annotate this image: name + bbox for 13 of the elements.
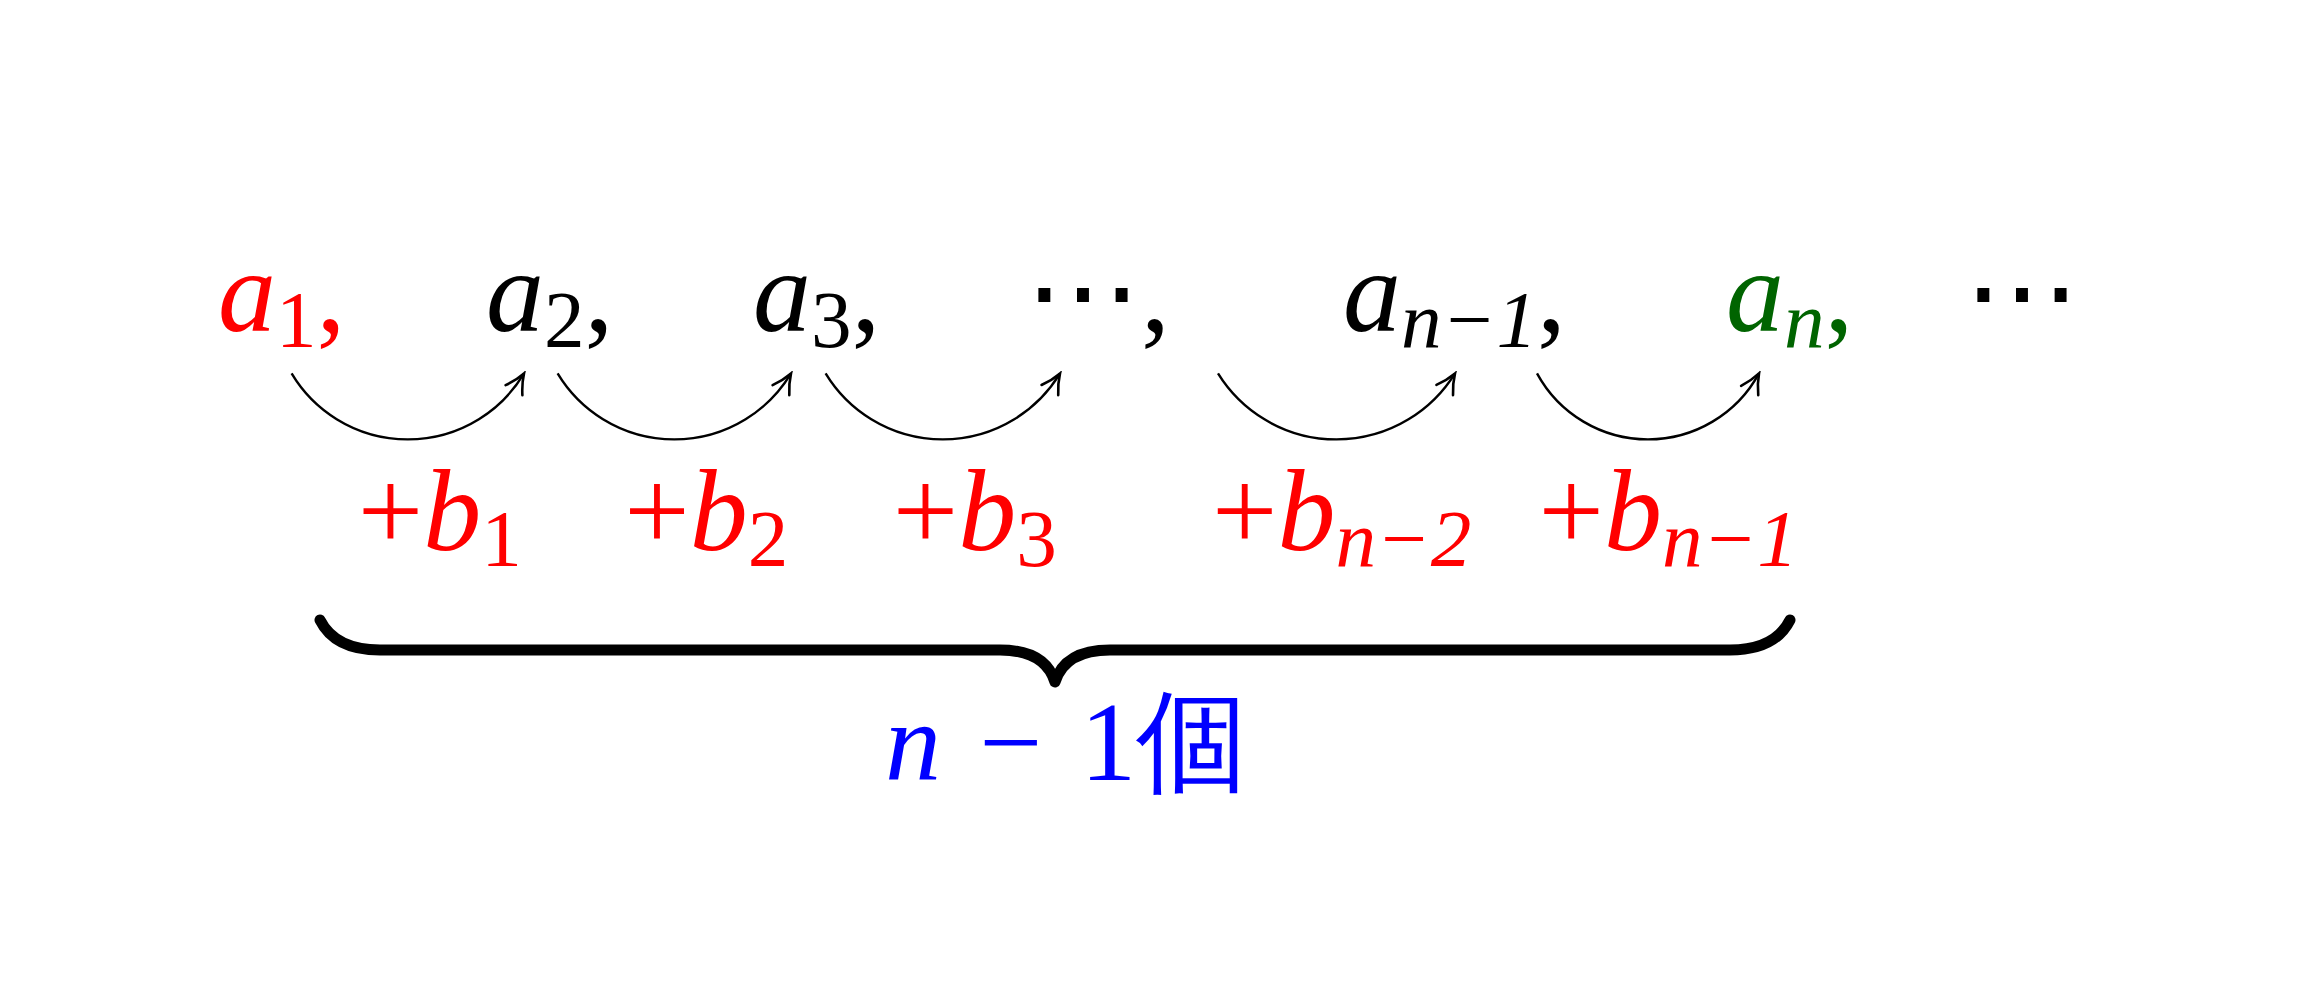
math-term: a$_{2}$,	[486, 226, 614, 360]
edge-label: +b$_{n−1}$	[1538, 446, 1798, 579]
math-term: a$_{n}$,	[1726, 226, 1854, 360]
edge-label: +b$_{n−2}$	[1212, 446, 1472, 579]
edge-label: +b$_{2}$	[624, 446, 789, 579]
math-term: ⋯,	[1025, 226, 1170, 360]
edge-label: +b$_{3}$	[892, 446, 1057, 579]
math-term: a$_{3}$,	[753, 226, 881, 360]
count-label: n − 1個	[885, 679, 1249, 806]
math-term: a$_{1}$,	[218, 226, 346, 360]
math-term: a$_{n−1}$,	[1343, 226, 1566, 360]
edge-label: +b$_{1}$	[357, 446, 522, 579]
ellipsis: ⋯	[1964, 227, 2080, 358]
